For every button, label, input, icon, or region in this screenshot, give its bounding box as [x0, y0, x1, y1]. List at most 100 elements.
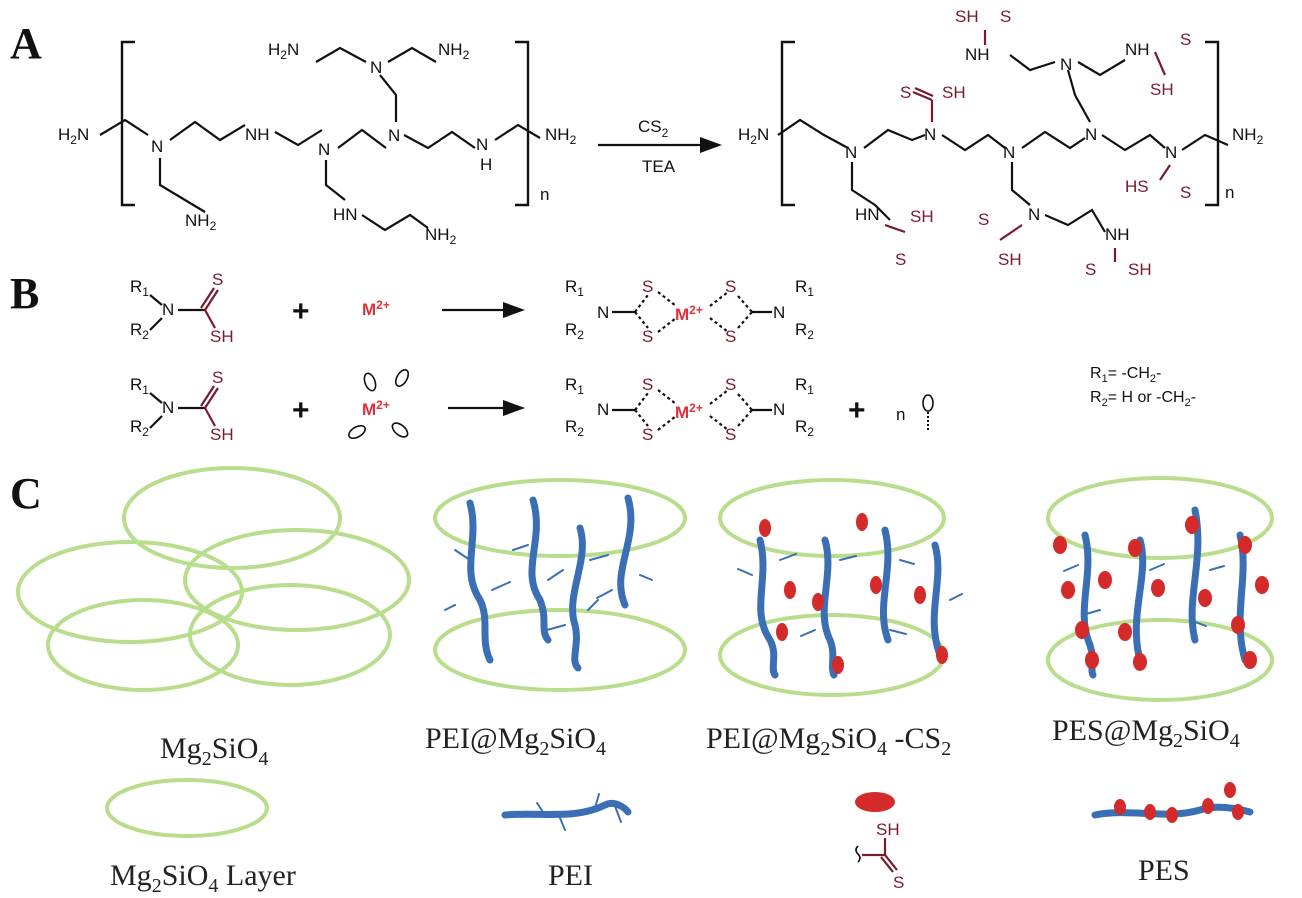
legend-layer-ring: [105, 778, 269, 838]
atom-s: S: [212, 368, 223, 387]
plus-sign: +: [292, 394, 310, 427]
atom-s: S: [1180, 183, 1191, 202]
metal-ion: M2+: [362, 298, 390, 319]
atom-sh: SH: [942, 83, 966, 102]
atom-nh2: NH2: [425, 225, 457, 247]
atom-n: N: [597, 303, 609, 322]
atom-n: N: [845, 143, 857, 162]
repeat-n: n: [1225, 183, 1234, 202]
pei-mg2sio4-illustration: [433, 478, 687, 692]
atom-nh: NH: [1105, 225, 1130, 244]
pes-mg2sio4-illustration: [1046, 476, 1274, 702]
atom-sh: SH: [910, 207, 934, 226]
reagent-tea: TEA: [642, 157, 676, 176]
atom-nh: NH: [1125, 40, 1150, 59]
atom-n: N: [773, 303, 785, 322]
atom-nh: NH: [965, 45, 990, 64]
atom-n: N: [162, 398, 174, 417]
atom-s: S: [1180, 30, 1191, 49]
caption-pes: PES: [1138, 854, 1190, 887]
panel-c-legend: SH S: [105, 778, 1254, 892]
label-r2: R2: [565, 320, 584, 342]
atom-s: S: [212, 270, 223, 289]
atom-s: S: [725, 277, 736, 296]
atom-s: S: [725, 327, 736, 346]
atom-s: S: [893, 873, 904, 892]
metal-ion: M2+: [675, 401, 703, 422]
atom-n: N: [318, 140, 330, 159]
atom-s: S: [642, 327, 653, 346]
label-r2: R2: [565, 417, 584, 439]
plus-sign: +: [292, 295, 310, 328]
atom-nh2: NH2: [185, 211, 217, 233]
atom-nh: NH: [245, 125, 270, 144]
caption-pei-mg2sio4-cs2: PEI@Mg2SiO4 -CS2: [706, 722, 951, 760]
atom-n: N: [1165, 143, 1177, 162]
caption-pei-mg2sio4: PEI@Mg2SiO4: [425, 722, 606, 760]
atom-s: S: [725, 375, 736, 394]
legend-pes-chain: [1091, 782, 1254, 823]
panel-letter-c: C: [10, 469, 42, 518]
atom-sh: SH: [210, 425, 234, 444]
atom-hs: HS: [1125, 177, 1149, 196]
atom-n: N: [924, 125, 936, 144]
caption-mg2sio4-layer: Mg2SiO4 Layer: [110, 859, 296, 897]
atom-n: N: [1085, 125, 1097, 144]
label-r1: R1: [795, 375, 814, 397]
atom-h2n-left: H2N: [58, 125, 89, 147]
label-r2: R2: [130, 320, 149, 342]
label-r1: R1: [130, 277, 149, 299]
atom-n: N: [476, 135, 488, 154]
label-r1: R1: [130, 375, 149, 397]
atom-h: H: [480, 155, 492, 174]
atom-h2n: H2N: [268, 40, 299, 62]
atom-nh2-right: NH2: [1232, 125, 1264, 147]
left-bracket-close: [515, 40, 530, 207]
legend-dithiocarbamate: SH S: [855, 820, 904, 892]
atom-n: N: [162, 300, 174, 319]
atom-sh: SH: [876, 820, 900, 839]
atom-sh: SH: [210, 327, 234, 346]
atom-s: S: [895, 250, 906, 269]
panel-letter-a: A: [10, 19, 42, 68]
atom-s: S: [642, 375, 653, 394]
caption-mg2sio4: Mg2SiO4: [160, 732, 268, 770]
water-icon: [922, 394, 934, 432]
metal-ion: M2+: [675, 303, 703, 324]
legend-cs2-dot: [855, 792, 895, 812]
caption-pes-mg2sio4: PES@Mg2SiO4: [1052, 714, 1240, 752]
mg2sio4-stacked-layers: [16, 466, 411, 692]
atom-n: N: [1028, 205, 1040, 224]
left-bracket-open: [120, 40, 135, 207]
reaction-arrow-a: CS2 TEA: [598, 117, 722, 176]
atom-s: S: [1000, 7, 1011, 26]
label-r1: R1: [565, 375, 584, 397]
atom-hn: HN: [333, 205, 358, 224]
label-r1: R1: [795, 277, 814, 299]
label-r2: R2: [795, 417, 814, 439]
legend-r2: R2= H or -CH2-: [1090, 389, 1196, 409]
hydrated-metal-icon: M2+: [348, 369, 410, 440]
atom-n: N: [1060, 55, 1072, 74]
atom-nh2: NH2: [438, 40, 470, 62]
pei-mg2sio4-cs2-illustration: [718, 478, 963, 697]
pei-cs2-structure: H2N N N N N N NH2 n S SH N NH SH S NH S …: [738, 7, 1264, 279]
atom-nh2-right: NH2: [545, 125, 577, 147]
atom-n: N: [151, 137, 163, 156]
label-r2: R2: [130, 417, 149, 439]
atom-sh: SH: [1128, 260, 1152, 279]
label-r2: R2: [795, 320, 814, 342]
repeat-n: n: [540, 185, 549, 204]
substituent-legend: R1= -CH2- R2= H or -CH2-: [1090, 365, 1196, 409]
atom-s: S: [978, 210, 989, 229]
atom-n: N: [370, 58, 382, 77]
plus-sign: +: [848, 394, 866, 427]
panel-c-captions-row1: Mg2SiO4 PEI@Mg2SiO4 PEI@Mg2SiO4 -CS2 PES…: [160, 714, 1240, 770]
atom-s: S: [642, 425, 653, 444]
atom-sh: SH: [955, 7, 979, 26]
atom-n: N: [388, 126, 400, 145]
legend-pei-chain: [501, 793, 632, 831]
atom-n: N: [773, 400, 785, 419]
atom-h2n-left: H2N: [738, 125, 769, 147]
